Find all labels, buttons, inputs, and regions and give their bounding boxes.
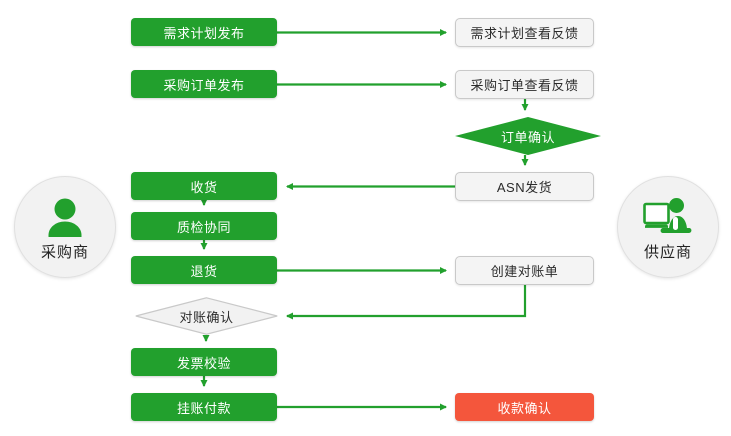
node-receive-goods[interactable]: 收货 [131,172,277,200]
person-icon [39,193,91,239]
actor-label: 供应商 [643,243,692,261]
node-label: 发票校验 [176,355,231,371]
node-label: 创建对账单 [490,264,559,279]
node-label: 挂账付款 [176,400,231,416]
actor-supplier[interactable]: 供应商 [617,176,719,278]
node-po-publish[interactable]: 采购订单发布 [131,70,277,98]
node-demand-publish[interactable]: 需求计划发布 [131,18,277,46]
diamond-shape [135,297,278,335]
actor-buyer[interactable]: 采购商 [14,176,116,278]
node-label: 对账确认 [179,309,234,325]
node-order-confirm[interactable]: 订单确认 [455,117,601,155]
diamond-shape [455,117,601,155]
node-label: 采购订单查看反馈 [470,78,579,93]
node-payment-confirm[interactable]: 收款确认 [455,393,594,421]
node-statement-confirm[interactable]: 对账确认 [135,297,278,335]
node-label: 需求计划查看反馈 [470,26,579,41]
node-label: 收货 [190,179,218,195]
node-asn-ship[interactable]: ASN发货 [455,172,594,201]
node-label: 需求计划发布 [163,25,245,41]
node-return-goods[interactable]: 退货 [131,256,277,284]
node-demand-feedback[interactable]: 需求计划查看反馈 [455,18,594,47]
node-label: 退货 [190,263,218,279]
person-at-computer-icon [642,193,694,239]
node-label: 收款确认 [497,400,552,416]
node-label: 质检协同 [176,219,231,235]
node-po-feedback[interactable]: 采购订单查看反馈 [455,70,594,99]
actor-label: 采购商 [40,243,89,261]
node-invoice-check[interactable]: 发票校验 [131,348,277,376]
node-label: ASN发货 [496,180,553,195]
node-create-statement[interactable]: 创建对账单 [455,256,594,285]
node-quality-collaboration[interactable]: 质检协同 [131,212,277,240]
node-label: 订单确认 [500,129,555,145]
node-pending-payment[interactable]: 挂账付款 [131,393,277,421]
node-label: 采购订单发布 [163,77,245,93]
connector-statement-confirm [286,285,527,320]
